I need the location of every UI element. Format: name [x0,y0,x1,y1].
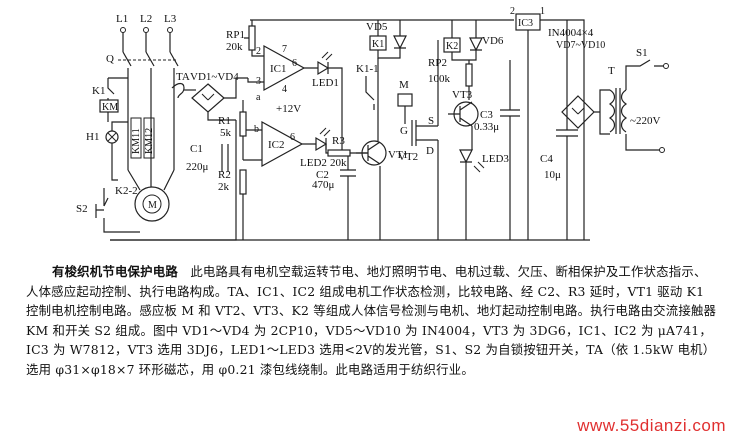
label-K1-coil: K1 [372,39,384,50]
label-R1: R1 [218,115,231,127]
label-RP1: RP1 [226,29,245,41]
label-220V: ~220V [630,115,660,127]
label-VD5: VD5 [366,21,388,33]
caption-title: 有梭织机节电保护电路 [52,264,178,279]
label-motor: M [148,200,157,211]
label-KM11: KM11 [131,128,142,154]
label-L1: L1 [116,13,128,25]
label-12V: +12V [276,103,301,115]
label-S1: S1 [636,47,648,59]
label-VT3: VT3 [452,89,473,101]
mains-section: L1 L2 L3 Q K1 KM H1 KM11 KM12 K2-2 S2 [76,13,179,233]
label-L3: L3 [164,13,177,25]
label-R1-value: 5k [220,127,232,139]
pin-1: 1 [540,6,545,17]
driver-section: VD5 K1 K1-1 VT1 [356,20,408,240]
label-KM: KM [102,102,118,113]
label-KM12: KM12 [144,128,155,154]
label-R3: R3 [332,135,345,147]
label-TA: TA [176,71,190,83]
label-IC3: IC3 [518,18,533,29]
label-C4: C4 [540,153,553,165]
label-R3-value: 20k [330,157,347,169]
label-VD7-VD10: VD7~VD10 [556,40,605,51]
label-VT2: VT2 [398,151,418,163]
label-VD1-VD4: VD1~VD4 [190,71,239,83]
sensor-section: M G S D VT2 K2 VD6 RP2 100k VT3 C3 0.33μ… [397,20,520,240]
label-C2-value: 470μ [312,179,335,191]
pin-6b: 6 [290,132,295,143]
label-LED1: LED1 [312,77,339,89]
label-R2: R2 [218,169,231,181]
label-C3: C3 [480,109,493,121]
label-K2-2: K2-2 [115,185,138,197]
watermark: www.55dianzi.com [577,416,726,435]
label-RP1-value: 20k [226,41,243,53]
label-K1-1: K1-1 [356,63,379,75]
pin-a: a [256,92,261,103]
label-S: S [428,115,434,127]
comparator-section: RP1 20k 2 IC1 7 6 4 3 a LED1 R1 5k C1 22… [186,20,368,240]
label-RP2: RP2 [428,57,447,69]
label-VD6: VD6 [482,35,504,47]
pin-2: 2 [256,46,261,57]
label-C2: C2 [316,169,329,181]
label-RP2-value: 100k [428,73,451,85]
label-C3-value: 0.33μ [474,121,499,133]
label-C4-value: 10μ [544,169,561,181]
label-D: D [426,145,434,157]
current-sensor-section: TA VD1~VD4 [110,71,248,241]
label-VT1: VT1 [388,149,408,161]
caption-body: 此电路具有电机空载运转节电、地灯照明节电、电机过载、欠压、断相保护及工作状态指示… [26,264,717,377]
label-IC2: IC2 [268,139,285,151]
label-S2: S2 [76,203,88,215]
label-C1-value: 220μ [186,161,209,173]
label-IC1: IC1 [270,63,287,75]
label-LED3: LED3 [482,153,509,165]
caption: 有梭织机节电保护电路 此电路具有电机空载运转节电、地灯照明节电、电机过载、欠压、… [26,262,718,380]
label-IN4004: IN4004×4 [548,27,594,39]
label-L2: L2 [140,13,152,25]
circuit-schematic: L1 L2 L3 Q K1 KM H1 KM11 KM12 K2-2 S2 [76,6,669,241]
label-K1: K1 [92,85,105,97]
pin-2c: 2 [510,6,515,17]
label-G: G [400,125,408,137]
label-H1: H1 [86,131,99,143]
label-M-plate: M [399,79,409,91]
pin-6: 6 [292,58,297,69]
pin-4: 4 [282,84,287,95]
label-C1: C1 [190,143,203,155]
pin-7: 7 [282,44,287,55]
power-supply-section: 2 IC3 1 IN4004×4 VD7~VD10 C4 10μ T ~220V… [250,6,669,240]
label-R2-value: 2k [218,181,230,193]
label-LED2: LED2 [300,157,327,169]
label-K2-coil: K2 [446,41,458,52]
label-Q: Q [106,53,114,65]
label-T: T [608,65,615,77]
